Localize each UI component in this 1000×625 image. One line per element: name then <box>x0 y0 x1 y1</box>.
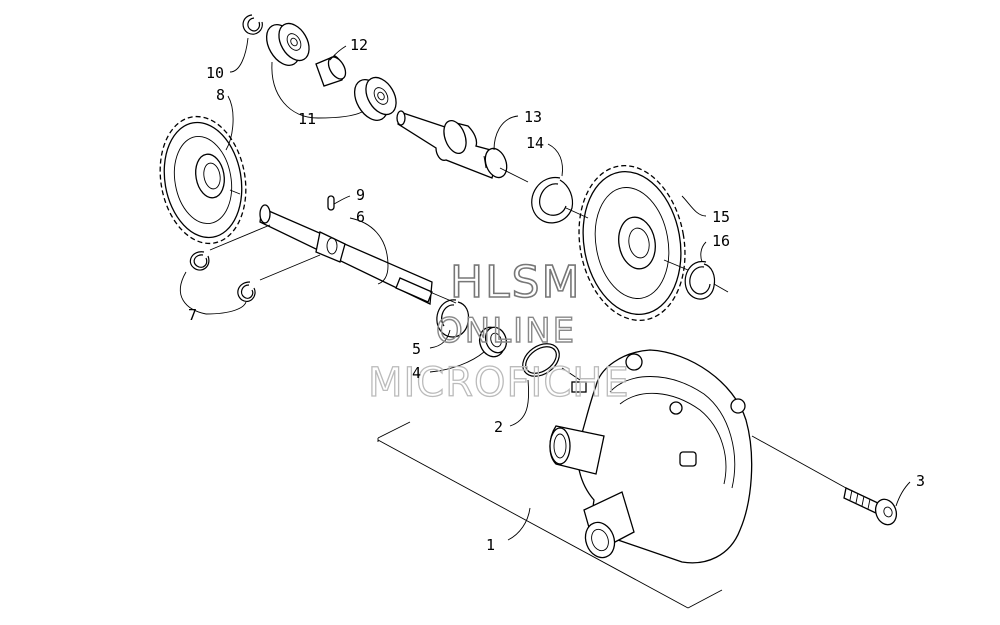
callout-6: 6 <box>356 208 365 226</box>
callout-10: 10 <box>206 64 224 82</box>
watermark-line-3: MICROFICHE <box>368 360 630 406</box>
callout-3: 3 <box>916 472 925 490</box>
water-pump-housing[interactable] <box>549 349 753 564</box>
callout-labels: 1 2 3 4 5 6 7 8 9 10 11 12 13 14 15 16 <box>188 36 925 554</box>
assembly-bracket <box>377 421 723 609</box>
callout-11: 11 <box>298 110 316 128</box>
gear-15[interactable] <box>567 157 697 329</box>
gear-8[interactable] <box>151 110 256 251</box>
callout-8: 8 <box>216 86 225 104</box>
callout-4: 4 <box>412 364 421 382</box>
circlip-10[interactable] <box>242 14 263 35</box>
watermark: HLSM ONLINE MICROFICHE <box>367 256 630 406</box>
leader-lines <box>180 37 911 541</box>
circlip-5[interactable] <box>436 299 470 338</box>
callout-5: 5 <box>412 340 421 358</box>
callout-13: 13 <box>524 108 542 126</box>
o-ring-2[interactable] <box>517 337 566 383</box>
callout-14: 14 <box>526 134 544 152</box>
callout-7: 7 <box>188 306 197 324</box>
bearing-lower[interactable] <box>348 72 402 126</box>
callout-2: 2 <box>494 418 503 436</box>
spacer-12[interactable] <box>315 54 349 87</box>
callout-12: 12 <box>350 36 368 54</box>
watermark-line-1: HLSM <box>450 257 582 308</box>
impeller-shaft-13[interactable] <box>396 110 511 181</box>
callout-1: 1 <box>486 536 495 554</box>
seal-4[interactable] <box>476 324 510 360</box>
center-lines <box>209 167 847 489</box>
callout-15: 15 <box>712 208 730 226</box>
shaft-6[interactable] <box>259 204 433 305</box>
callout-9: 9 <box>356 186 365 204</box>
circlip-14[interactable] <box>531 176 574 224</box>
circlip-16[interactable] <box>684 260 716 300</box>
callout-16: 16 <box>712 232 730 250</box>
screw-3[interactable] <box>843 487 900 528</box>
bearing-upper[interactable] <box>260 18 315 71</box>
circlip-7-upper[interactable] <box>189 251 210 271</box>
watermark-line-2: ONLINE <box>436 311 576 351</box>
circlip-7-lower[interactable] <box>237 281 256 302</box>
pin-9[interactable] <box>327 195 335 211</box>
